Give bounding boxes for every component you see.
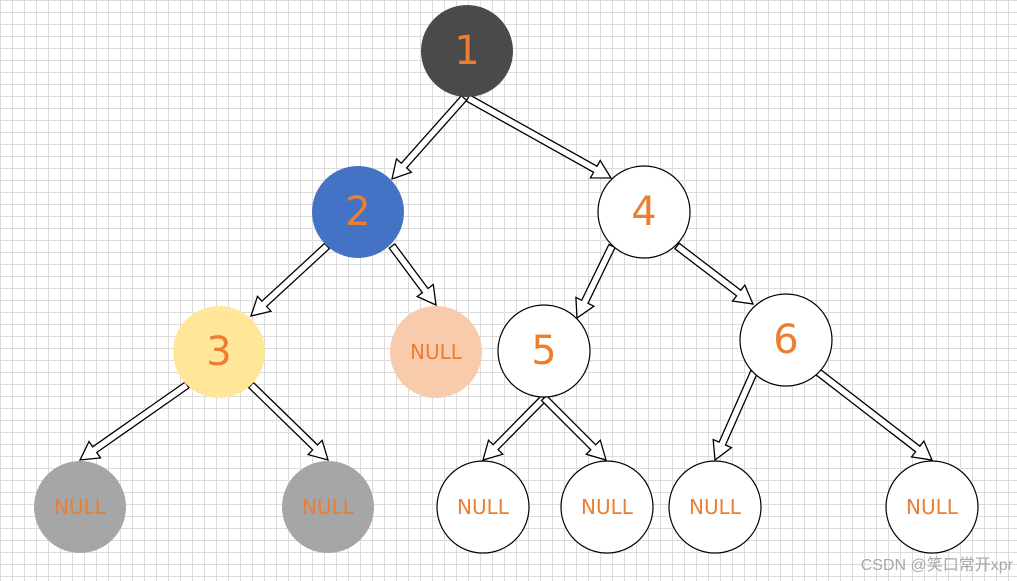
edge-arrow-n3-n3r: [247, 381, 329, 461]
tree-node-n6: 6: [739, 293, 833, 387]
edge-arrow-n4-n5: [575, 243, 616, 320]
node-circle: [885, 460, 979, 554]
edge-arrow-n4-n6: [673, 242, 755, 305]
node-circle: [497, 304, 591, 398]
edge-arrow-n2-n3: [250, 242, 331, 317]
edge-arrow-n1-n4: [465, 94, 613, 179]
node-circle: [436, 460, 530, 554]
node-circle: [312, 166, 404, 258]
node-label: NULL: [457, 495, 510, 519]
tree-node-n2: 2: [312, 166, 404, 258]
node-label: NULL: [302, 495, 355, 519]
tree-node-n2r: NULL: [390, 306, 482, 398]
tree-node-n3r: NULL: [282, 461, 374, 553]
node-circle: [173, 306, 265, 398]
tree-node-n6r: NULL: [885, 460, 979, 554]
edge-arrow-n5-n5l: [482, 394, 548, 461]
edge-arrow-n1-n2: [391, 94, 468, 181]
watermark: CSDN @笑口常开xpr: [860, 557, 1013, 574]
edge-arrow-n3-n3l: [78, 381, 190, 461]
node-label: 5: [531, 328, 556, 374]
tree-node-n6l: NULL: [668, 460, 762, 554]
node-label: 6: [773, 317, 798, 363]
tree-edges: [78, 94, 934, 462]
node-label: NULL: [54, 495, 107, 519]
edge-arrow-n6-n6l: [712, 369, 759, 462]
tree-node-n5: 5: [497, 304, 591, 398]
tree-node-n5r: NULL: [560, 460, 654, 554]
node-circle: [282, 461, 374, 553]
node-circle: [668, 460, 762, 554]
node-label: 3: [206, 329, 231, 375]
node-label: NULL: [689, 495, 742, 519]
tree-node-n5l: NULL: [436, 460, 530, 554]
node-label: 1: [454, 28, 479, 74]
edge-arrow-n6-n6r: [814, 368, 934, 461]
edge-arrow-n5-n5r: [540, 394, 607, 461]
node-label: 2: [345, 189, 370, 235]
node-circle: [390, 306, 482, 398]
node-circle: [560, 460, 654, 554]
node-label: NULL: [410, 340, 463, 364]
node-circle: [34, 461, 126, 553]
tree-node-n4: 4: [597, 165, 691, 259]
node-label: 4: [631, 189, 656, 235]
tree-node-n3l: NULL: [34, 461, 126, 553]
edge-arrow-n2-n2r: [388, 242, 437, 307]
tree-node-n1: 1: [421, 5, 513, 97]
node-circle: [421, 5, 513, 97]
node-label: NULL: [906, 495, 959, 519]
tree-node-n3: 3: [173, 306, 265, 398]
node-circle: [739, 293, 833, 387]
node-circle: [597, 165, 691, 259]
node-label: NULL: [581, 495, 634, 519]
